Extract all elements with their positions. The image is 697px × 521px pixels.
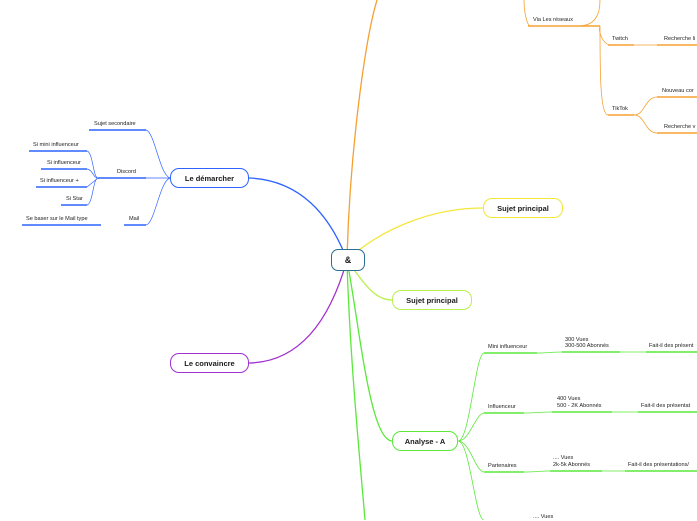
label-tiktok[interactable]: TikTok — [612, 106, 628, 112]
label-sujet-secondaire[interactable]: Sujet secondaire — [94, 121, 136, 127]
label-influenceur-stat-2: 500 - 2K Abonnés — [557, 403, 602, 409]
node-analyse-a[interactable]: Analyse - A — [392, 431, 458, 451]
label-mail[interactable]: Mail — [129, 216, 140, 222]
node-sujet-principal-1[interactable]: Sujet principal — [483, 198, 563, 218]
label-mini-influenceur-stat-1: 300 Vues — [565, 337, 589, 343]
label-mail-type[interactable]: Se baser sur le Mail type — [26, 216, 88, 222]
label-discord[interactable]: Discord — [117, 169, 136, 175]
connector-sujet1 — [346, 207, 484, 261]
label-influenceur-detail[interactable]: Fait-il des présentat — [641, 403, 691, 409]
label-twitch-recherche[interactable]: Recherche li — [664, 36, 696, 42]
label-influenceur-stat-1: 400 Vues — [557, 396, 581, 402]
label-mini-influenceur-detail[interactable]: Fait-il des présent — [649, 343, 694, 349]
central-topic[interactable]: & — [331, 249, 365, 271]
label-via-les-reseaux[interactable]: Via Les réseaux — [533, 17, 574, 23]
label-partenaires-detail[interactable]: Fait-il des présentations/ — [628, 462, 689, 468]
label-si-star[interactable]: Si Star — [66, 196, 83, 202]
connector-top — [346, 0, 378, 259]
label-partenaires[interactable]: Partenaires — [488, 463, 517, 469]
connector-demarcher — [248, 177, 348, 261]
node-sujet-principal-2[interactable]: Sujet principal — [392, 290, 472, 310]
node-le-convaincre[interactable]: Le convaincre — [170, 353, 249, 373]
label-partenaires-stat-2: 2k-5k Abonnés — [553, 462, 591, 468]
label-bottom-stat-1: .... Vues — [533, 514, 554, 520]
label-influenceur[interactable]: Influenceur — [488, 404, 516, 410]
label-tiktok-nouveau[interactable]: Nouveau cor — [662, 88, 694, 94]
label-si-influenceur[interactable]: Si influenceur — [47, 160, 81, 166]
label-si-mini-influenceur[interactable]: Si mini influenceur — [33, 142, 79, 148]
label-mini-influenceur[interactable]: Mini influenceur — [488, 344, 528, 350]
label-tiktok-recherche[interactable]: Recherche v — [664, 124, 696, 130]
connector-bottom — [346, 261, 366, 520]
label-si-influenceur-plus[interactable]: Si influenceur + — [40, 178, 79, 184]
label-mini-influenceur-stat-2: 300-500 Abonnés — [565, 343, 609, 349]
node-le-demarcher[interactable]: Le démarcher — [170, 168, 249, 188]
label-twitch[interactable]: Twitch — [612, 36, 628, 42]
connector-analyse — [346, 259, 393, 442]
label-partenaires-stat-1: .... Vues — [553, 455, 574, 461]
connector-convaincre — [248, 259, 348, 364]
